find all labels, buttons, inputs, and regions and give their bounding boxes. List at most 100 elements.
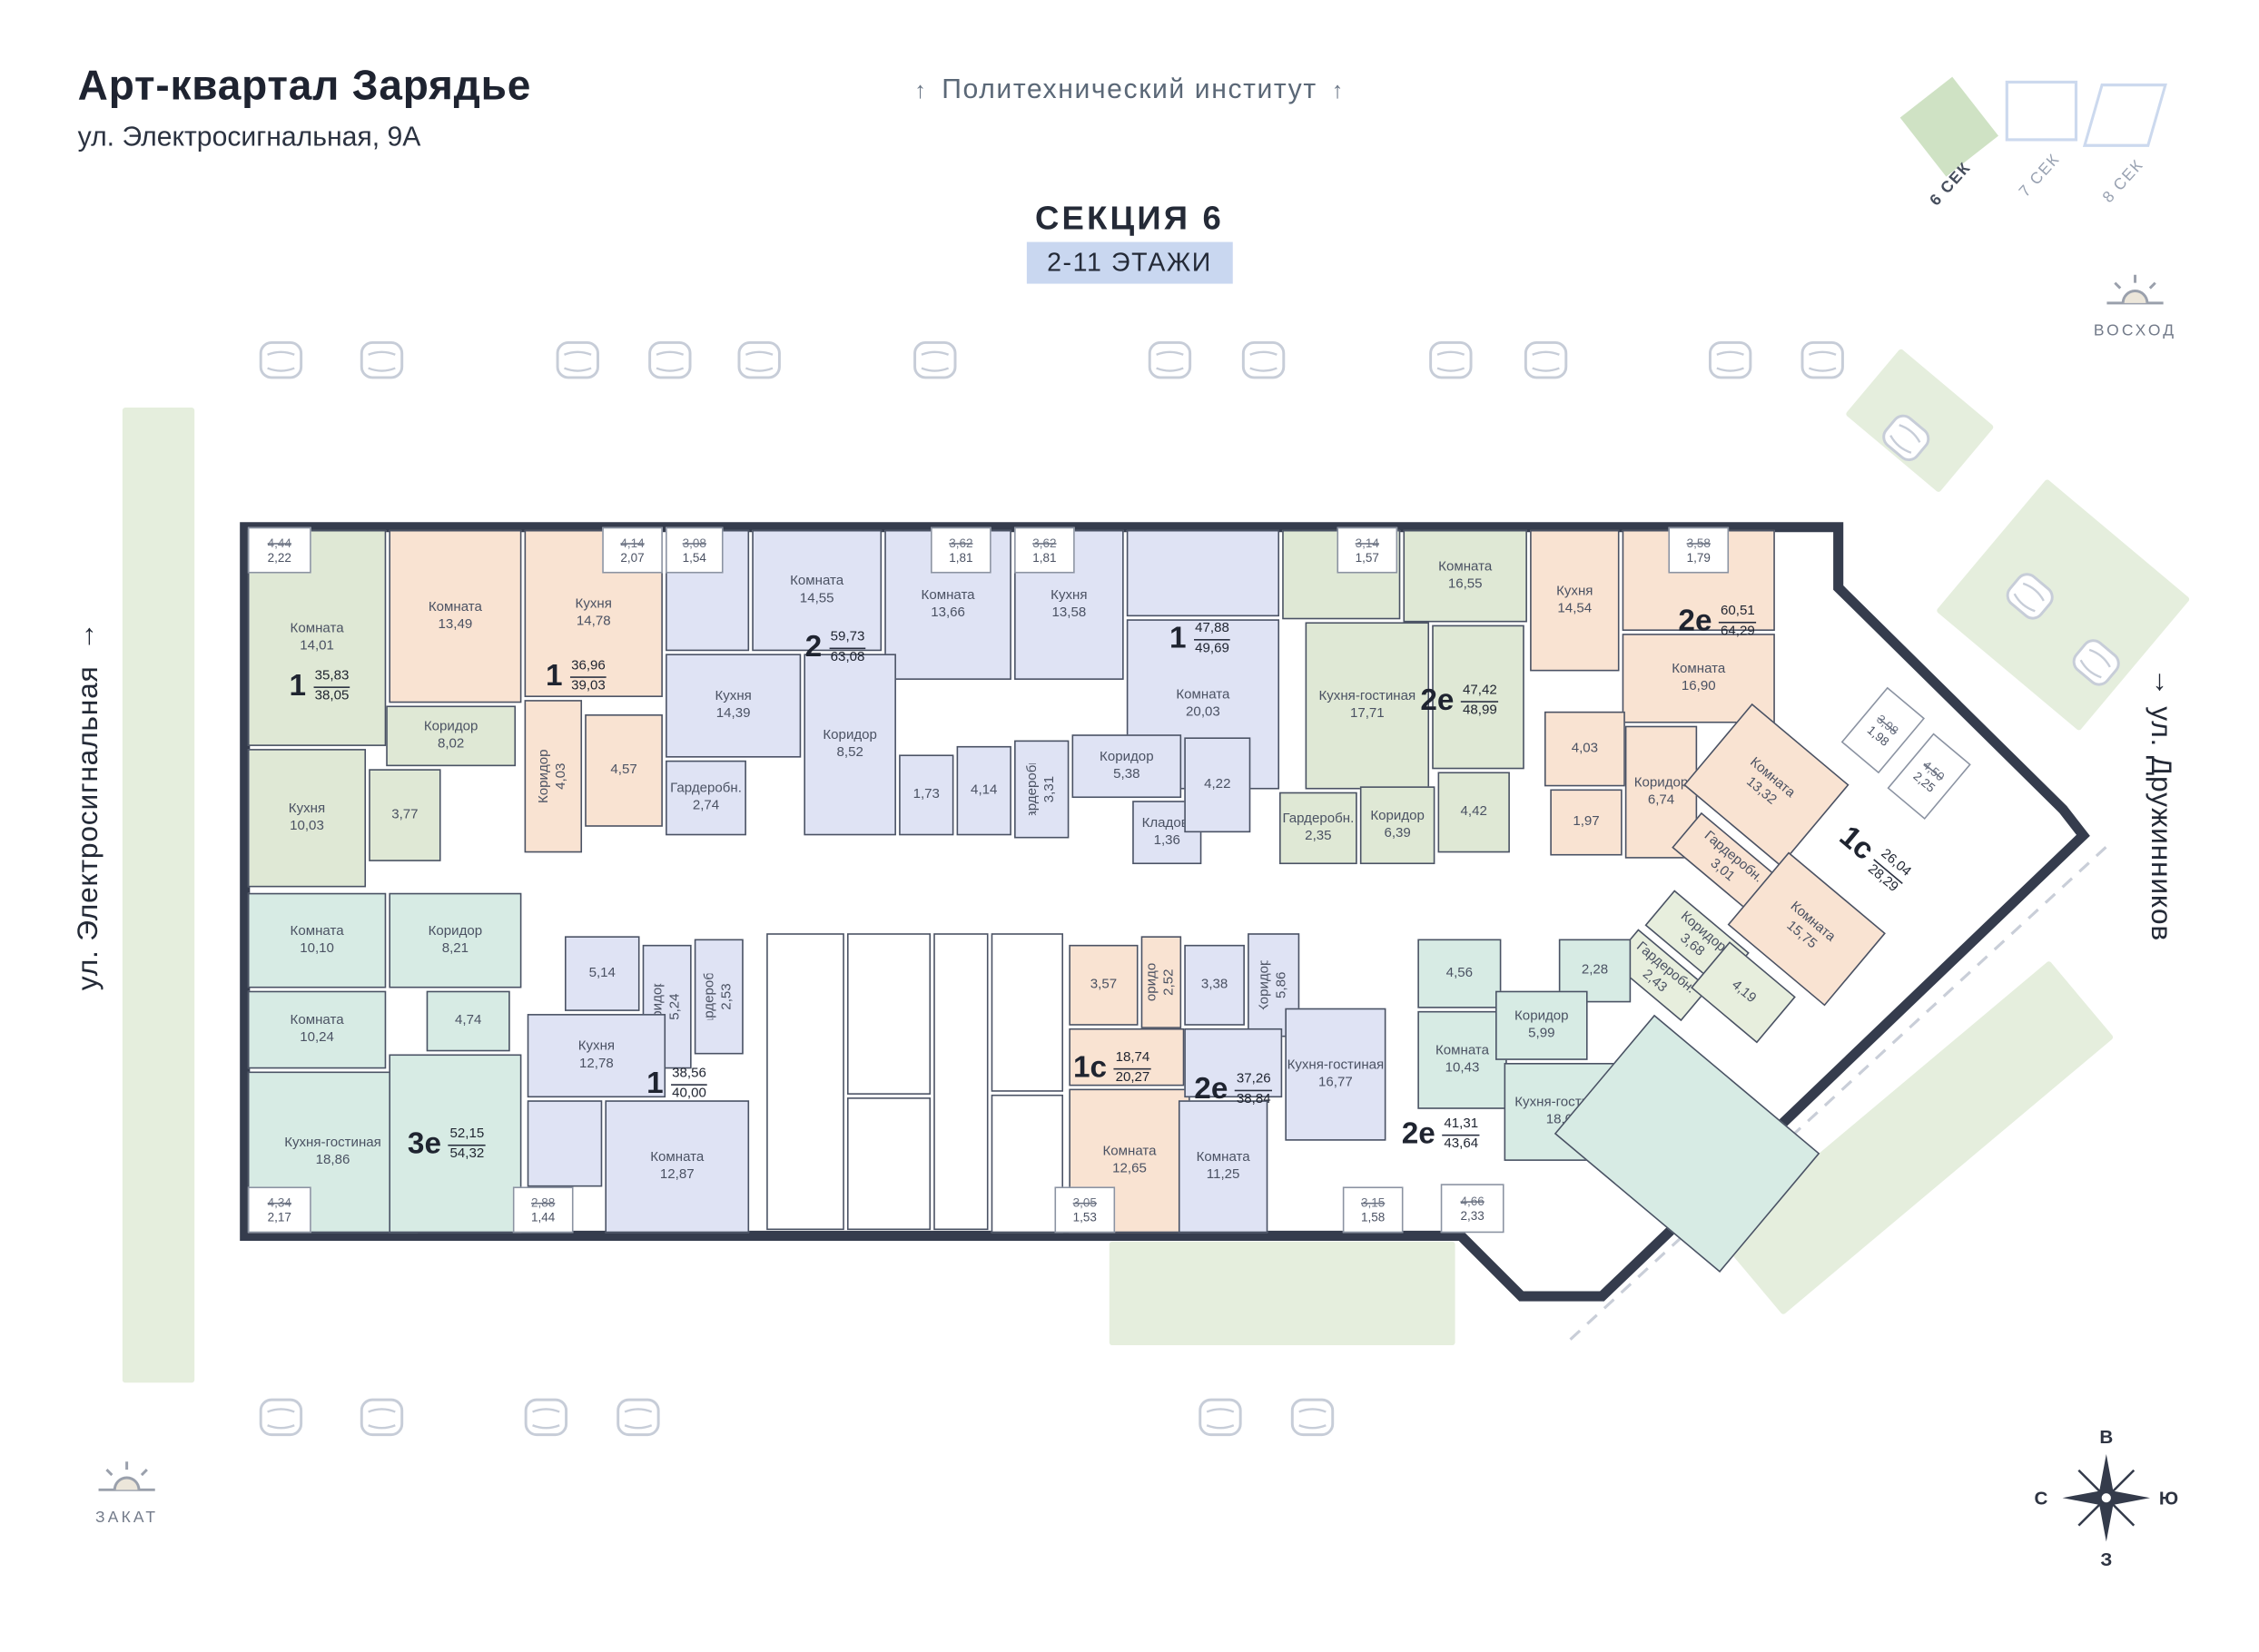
room-area-fill [991, 1094, 1064, 1234]
room-area-fill: 3,57 [1069, 944, 1139, 1026]
compass-rose: В Ю З С [2034, 1426, 2178, 1570]
car-icon [1708, 340, 1752, 379]
balcony-area-full: 4,44 [267, 535, 291, 550]
apartment-total-area: 48,99 [1462, 702, 1497, 718]
balcony-area-reduced: 2,07 [620, 550, 645, 565]
car-icon [1429, 340, 1473, 379]
sunset-block: ЗАКАТ [84, 1458, 170, 1527]
street-label-right: ул. Дружинников [2144, 706, 2176, 941]
sunset-icon [98, 1461, 155, 1491]
balcony-area-full: 3,05 [1072, 1195, 1097, 1210]
car-icon [360, 1398, 404, 1437]
balcony-area-full: 3,58 [1686, 535, 1711, 550]
room: Гардеробн.3,31 [1014, 740, 1070, 839]
sunset-label: ЗАКАТ [95, 1509, 159, 1527]
apartment-total-area: 39,03 [571, 677, 606, 694]
car-icon [1800, 340, 1844, 379]
apartment-total-area: 38,05 [314, 687, 350, 704]
sunrise-block: ВОСХОД [2092, 270, 2178, 339]
compass-south: Ю [2158, 1487, 2179, 1509]
car-icon [1524, 340, 1568, 379]
apartment-total-area: 20,27 [1115, 1069, 1150, 1086]
apartment-type: 2 [804, 630, 823, 664]
room-area-fill [846, 1097, 932, 1231]
section-shape-7-сек[interactable] [2005, 80, 2078, 142]
balcony-area-reduced: 1,54 [682, 550, 706, 565]
balcony-area-reduced: 1,58 [1361, 1209, 1386, 1224]
sunrise-icon [2106, 274, 2164, 305]
car-icon [648, 340, 692, 379]
room-area-fill [1184, 1028, 1283, 1098]
apartment-living-area: 38,56 [670, 1066, 708, 1086]
room-area-fill [1069, 1028, 1185, 1087]
apartment-total-area: 64,29 [1721, 623, 1755, 639]
site-boundary-dashed-line [1569, 845, 2107, 1341]
up-arrow-icon: ↑ [1331, 79, 1345, 104]
apartment-living-area: 52,15 [448, 1126, 486, 1146]
balcony-area-full: 2,88 [531, 1195, 556, 1210]
compass-west: З [2100, 1548, 2113, 1570]
apartment-type: 1с [1073, 1051, 1108, 1085]
apartment-living-area: 47,88 [1193, 620, 1231, 641]
room: Гардеробн.2,74 [666, 760, 746, 836]
apartment-living-area: 18,74 [1114, 1049, 1151, 1070]
room-area-fill [991, 933, 1064, 1092]
balcony-area-reduced: 1,81 [1032, 550, 1057, 565]
project-brand: Арт-квартал Зарядье ул. Электросигнальна… [78, 64, 531, 154]
balcony-area-reduced: 1,81 [949, 550, 973, 565]
car-icon [737, 340, 781, 379]
compass-east: В [2099, 1425, 2114, 1448]
up-arrow-icon: ↑ [914, 79, 928, 104]
car-icon [1882, 414, 1930, 462]
street-left-arrow-icon: ↑ [82, 619, 97, 652]
balcony-area-full: 4,34 [267, 1195, 291, 1210]
room: Гардеробн.2,53 [694, 939, 744, 1055]
landscape-area [1109, 1241, 1455, 1346]
car-icon [360, 340, 404, 379]
balcony-area-reduced: 1,79 [1686, 550, 1711, 565]
apartment-type: 2е [1194, 1073, 1228, 1106]
apartment-living-area: 60,51 [1719, 603, 1757, 624]
balcony-area-reduced: 2,17 [267, 1209, 291, 1224]
apartment-living-area: 59,73 [829, 629, 866, 649]
landmark-label: Политехнический институт [942, 74, 1317, 105]
balcony-area-reduced: 1,44 [531, 1209, 556, 1224]
apartment-living-area: 41,31 [1442, 1116, 1480, 1136]
balcony-area-reduced: 1,53 [1072, 1209, 1097, 1224]
car-icon [2072, 639, 2120, 686]
apartment-type: 1 [646, 1067, 664, 1101]
project-address: ул. Электросигнальная, 9А [77, 122, 421, 153]
floors-badge: 2-11 ЭТАЖИ [1026, 241, 1233, 284]
apartment-total-area: 38,84 [1236, 1090, 1271, 1107]
balcony-area-full: 4,66 [1460, 1194, 1485, 1208]
